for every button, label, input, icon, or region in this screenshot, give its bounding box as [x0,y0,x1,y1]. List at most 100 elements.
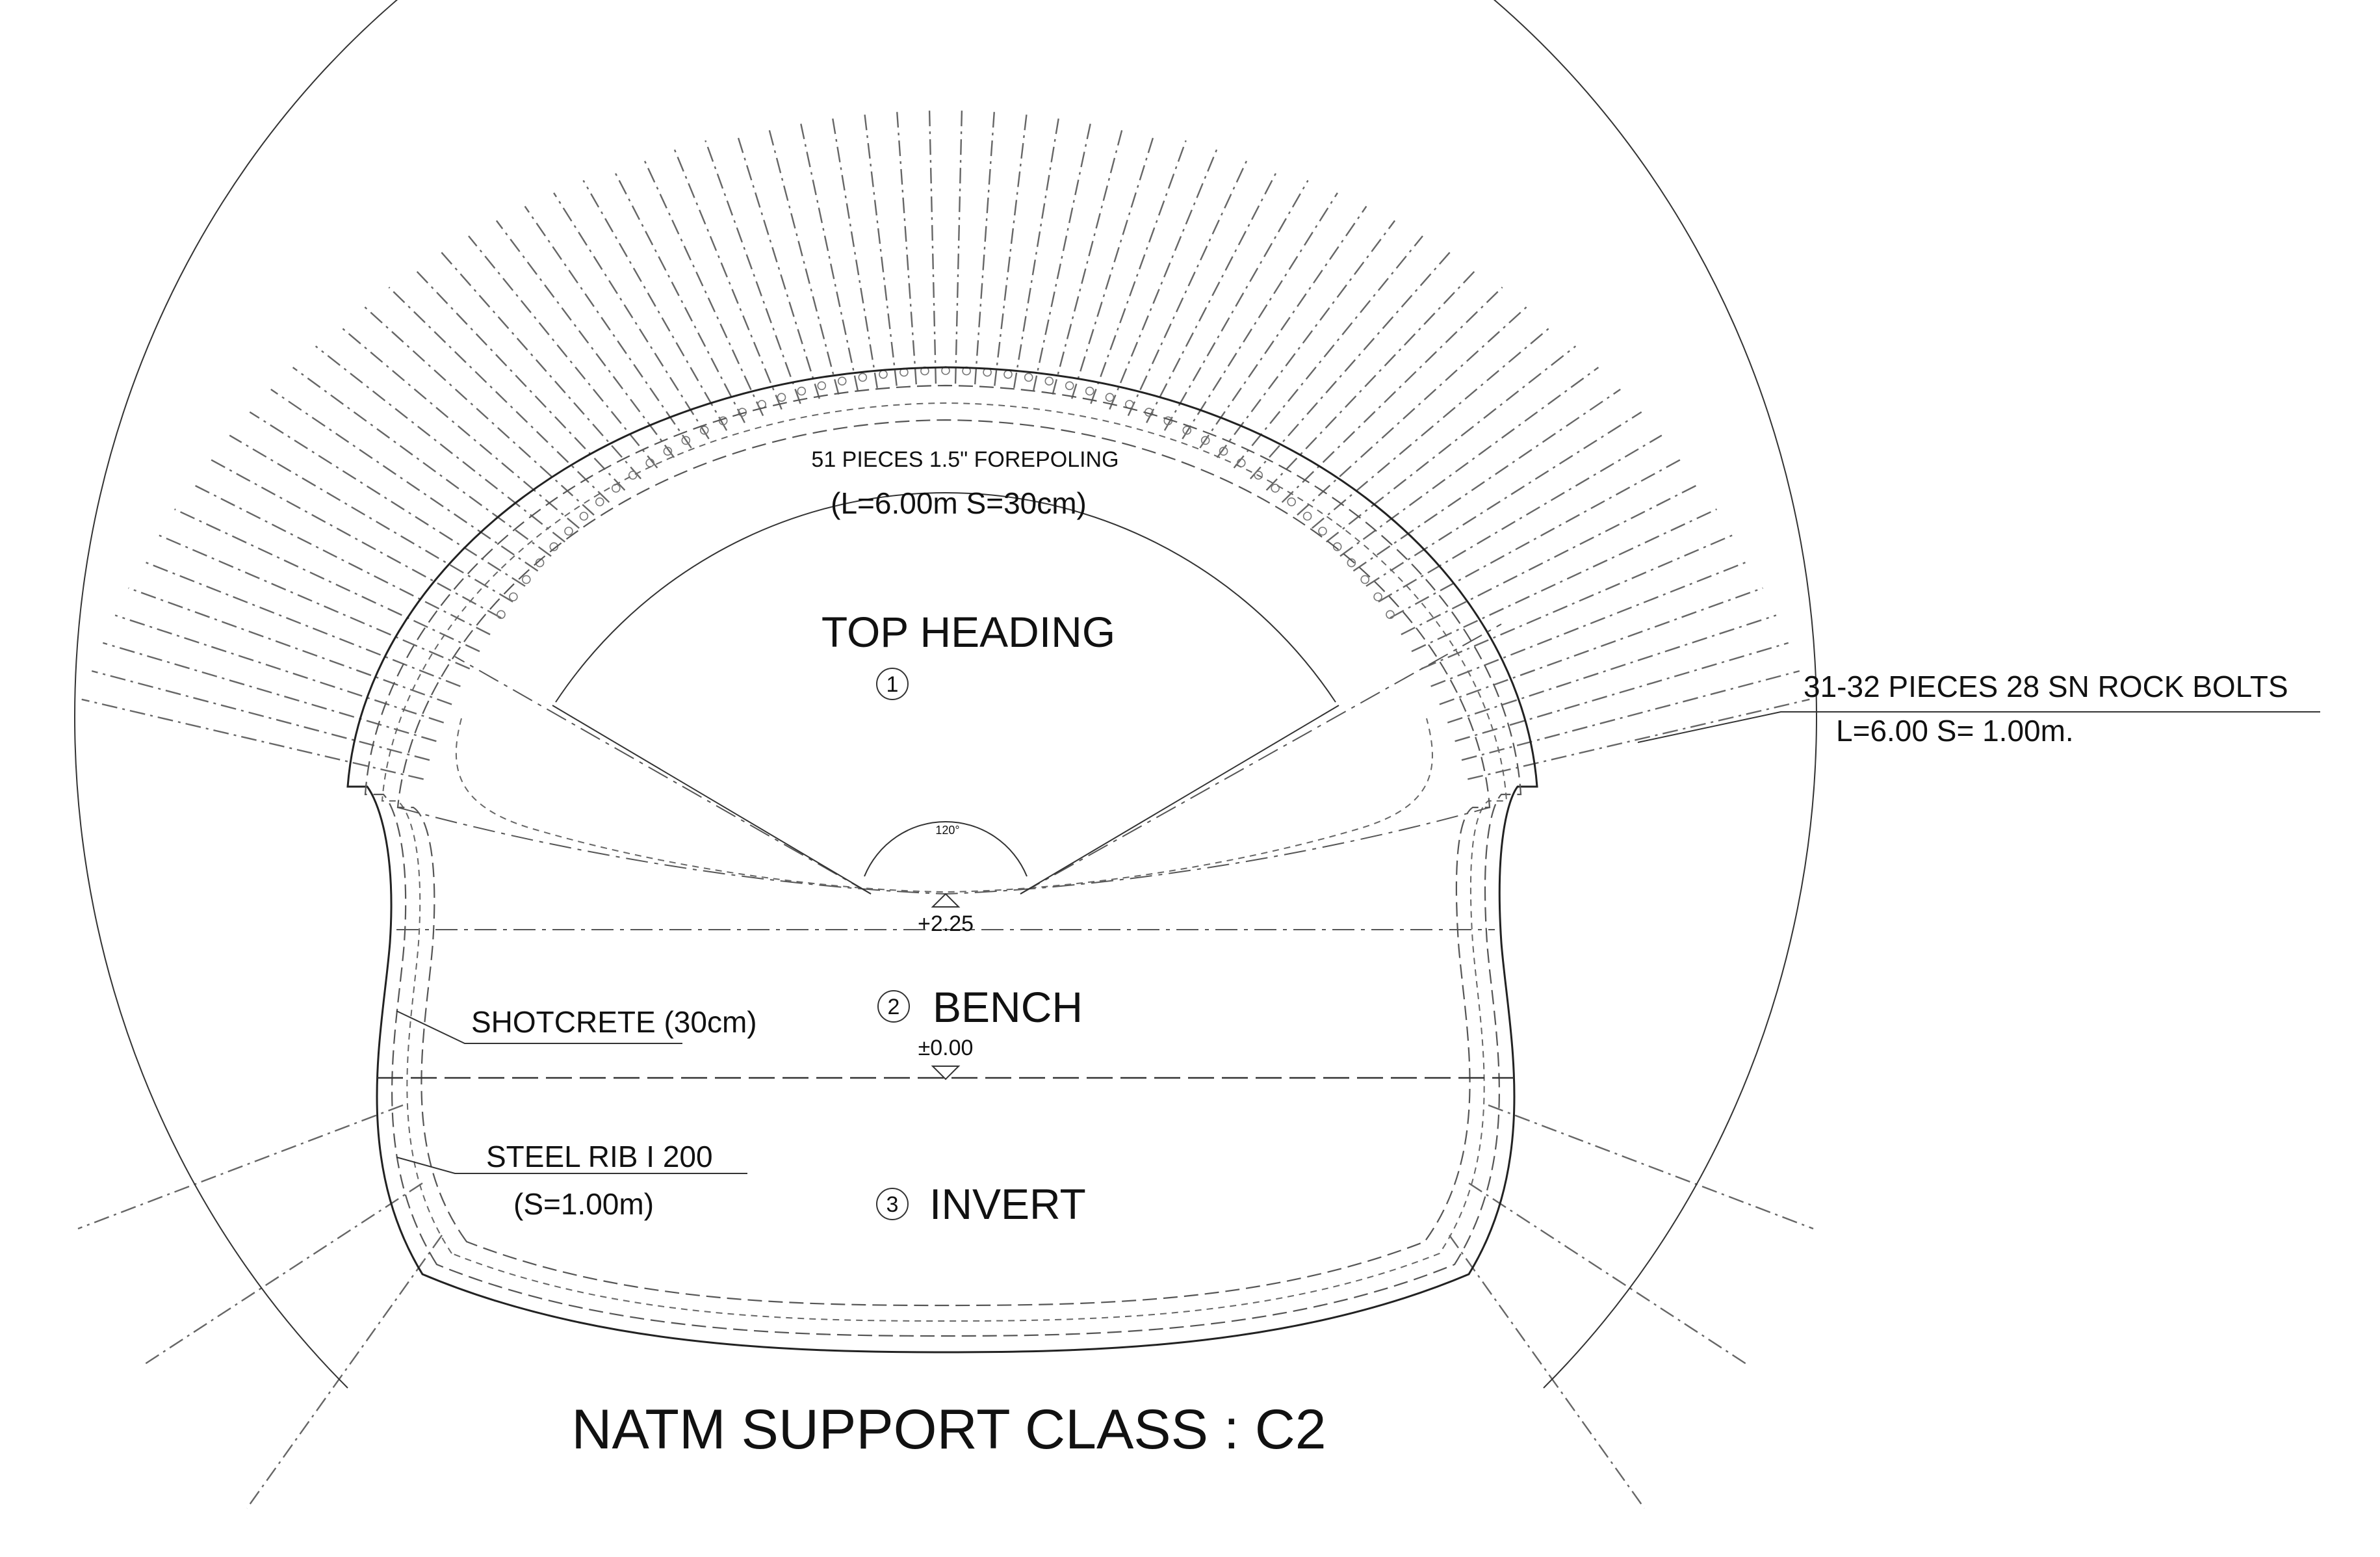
rock-bolt [1013,116,1060,388]
shotcrete-inner-line [381,402,1508,1322]
forepoling-pipe [1360,575,1369,584]
forepoling-pipe [1318,527,1327,536]
rock-bolt [1468,1182,1749,1367]
rock-bolt [1430,560,1749,687]
rock-bolt [157,534,471,670]
rock-bolt [553,192,710,439]
rock-bolt [142,560,461,687]
rock-bolt [1233,235,1423,469]
rock-bolts [77,111,1814,1509]
stage-2-circle [877,990,910,1023]
rock-bolt [1390,458,1682,619]
forepoling-pipe [837,376,847,386]
rock-bolt [1163,179,1309,431]
elevation-marker-zero [931,1066,961,1080]
invert-label: INVERT [929,1180,1086,1228]
rock-bolt [768,126,840,395]
forepoling-pipe [1302,512,1312,521]
steel-rib-line [396,419,1491,1307]
forepoling-pipe [509,592,518,601]
rock-bolt [363,306,595,516]
stage-3-circle [876,1188,909,1220]
rock-bolt [1488,1104,1814,1230]
rock-bolt [643,158,764,417]
rock-bolt [1032,121,1092,391]
rock-bolt [1312,325,1553,529]
forepoling-pipe [1347,558,1356,568]
excavation-line [346,366,1538,1354]
rock-bolt [1461,670,1800,761]
forepoling-pipes [497,366,1395,620]
elevation-zero-label: ±0.00 [918,1036,974,1060]
rock-bolt [799,121,859,391]
forepoling-pipe [611,484,621,493]
elevation-marker-top [931,893,961,908]
forepoling-pipe [681,436,691,445]
rock-bolt [1339,367,1599,557]
rock-bolt [1352,388,1621,572]
forepoling-pipe [1254,471,1263,480]
rock-bolt [249,411,526,587]
rock-bolt [495,220,675,458]
rock-bolt [1439,587,1763,705]
rock-bolt [1468,698,1810,780]
forepoling-pipe [497,610,506,620]
drawing-title: NATM SUPPORT CLASS : C2 [571,1398,1326,1461]
rock-bolt [1216,220,1396,458]
forepoling-pipe [1386,610,1395,620]
forepoling-pipe [879,369,888,379]
steel-rib-spacing: (S=1.00m) [513,1187,654,1221]
forepoling-pipe [564,527,573,536]
rock-bolt [292,367,552,557]
steel-rib-label: STEEL RIB I 200 [486,1140,713,1173]
rock-bolt [174,508,480,653]
forepoling-pipe [595,497,604,506]
shotcrete-outer-line [364,384,1522,1337]
rock-bolt [81,698,424,780]
rock-bolt [1199,205,1367,449]
rock-bolt [831,116,878,388]
forepoling-pipe [699,425,709,435]
rock-bolt [705,140,801,404]
forepoling-pipe [1085,386,1094,396]
stage-1-number: 1 [886,672,899,697]
rock-bolt [315,345,566,543]
rock-bolt [673,148,783,410]
forepoling-label: 51 PIECES 1.5" FOREPOLING [811,447,1119,472]
rock-bolt [896,111,917,385]
rock-bolt [1297,306,1529,516]
forepoling-pipe [1003,369,1013,379]
tunnel-lining [346,366,1538,1354]
forepoling-pipe [663,447,673,456]
forepoling-pipe [628,471,638,480]
rock-bolt [1109,148,1218,410]
forepoling-pipe [1219,447,1228,456]
bolt-length-arc [74,0,1817,1389]
rock-bolt [1401,483,1700,636]
rock-bolt [468,235,658,469]
rock-bolt [994,113,1028,386]
forepoling-pipe [1373,592,1382,601]
rock-bolt [524,205,692,449]
forepoling-pipe [1200,436,1210,445]
rock-bolt [128,587,452,705]
forepoling-pipe [858,373,868,382]
rock-bolt [441,252,642,480]
rock-bolt [1249,252,1451,480]
rock-bolt [1052,126,1124,395]
rock-bolt [1455,642,1789,742]
rock-bolt [102,642,437,742]
forepoling-pipe [1182,425,1192,435]
stage-3-number: 3 [886,1192,899,1217]
rock-bolt [191,483,491,636]
rock-bolt [388,287,610,503]
rock-bolt [1449,1235,1645,1509]
rock-bolt [736,133,820,399]
stage-1-circle [876,668,909,700]
rock-bolt [1071,133,1156,399]
rock-bolt [91,670,430,761]
forepoling-pipe [1065,381,1074,391]
rock-bolts-label: 31-32 PIECES 28 SN ROCK BOLTS [1804,670,2288,703]
forepoling-pipe [1024,373,1033,382]
